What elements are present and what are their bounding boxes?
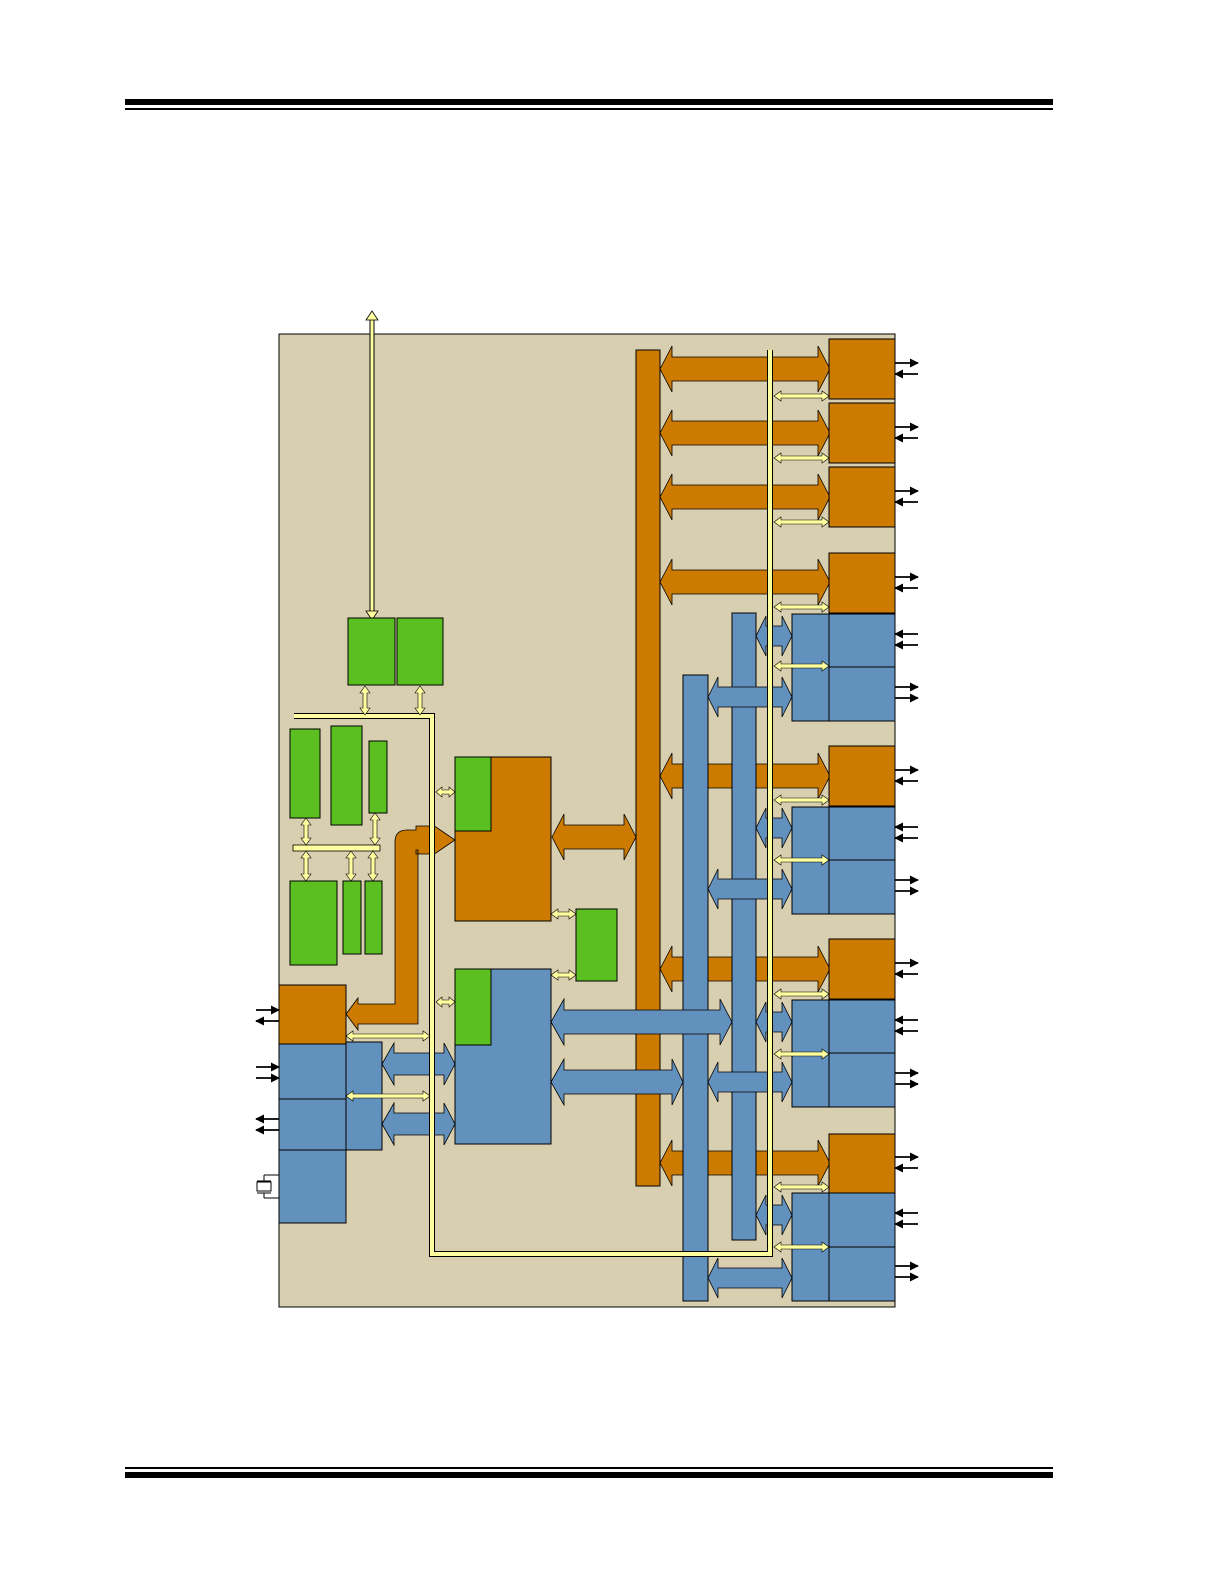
orange-system-bus — [635, 349, 661, 1187]
central-orange-green-sub — [454, 756, 492, 832]
central-blue-green-sub — [454, 968, 492, 1046]
green-cluster-bus — [292, 844, 381, 852]
yellow-small-arrows — [300, 390, 830, 1253]
right-orange-blocks — [828, 338, 896, 1195]
left-orange-block — [278, 984, 347, 1045]
blue-bus-left — [682, 674, 709, 1302]
blue-bus-right — [731, 612, 757, 1241]
external-bus-top — [365, 310, 379, 621]
footer-rule — [125, 1467, 1053, 1478]
yellow-peripheral-bus — [294, 350, 773, 1257]
green-block-mid — [575, 908, 618, 982]
green-block-top-right — [396, 617, 444, 686]
left-orange-bus — [345, 822, 456, 1032]
right-blue-blocks — [791, 613, 896, 1302]
crystal-oscillator-icon — [256, 1174, 279, 1199]
left-blue-blocks — [278, 1041, 383, 1224]
green-block-top-left — [347, 617, 396, 686]
header-rule — [125, 99, 1053, 110]
io-arrow-icon — [255, 358, 919, 1282]
green-left-cluster — [289, 725, 388, 966]
